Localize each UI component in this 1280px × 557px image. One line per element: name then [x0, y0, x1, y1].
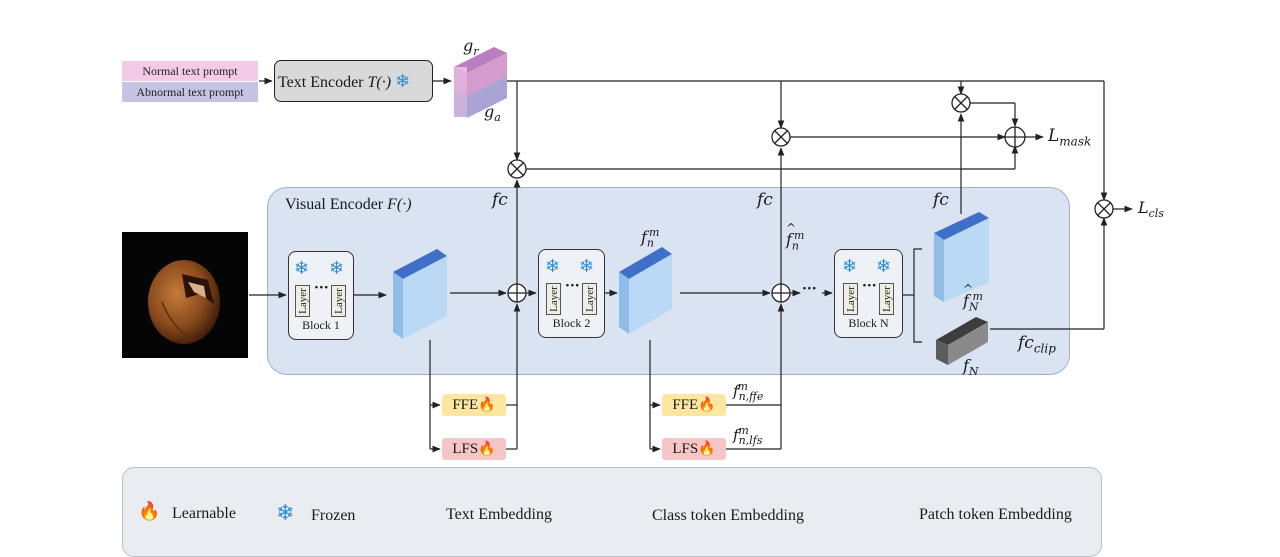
snowflake-icon: ❄ — [395, 71, 411, 91]
lfs-module-1: LFS🔥 — [442, 438, 506, 460]
hazelnut-graphic — [148, 260, 220, 344]
sum-node-mask — [1004, 126, 1026, 148]
snowflake-icon: ❄ — [842, 256, 858, 277]
snowflake-icon: ❄ — [329, 258, 345, 279]
block-2: ❄ ❄ Layer ··· Layer Block 2 — [538, 249, 605, 338]
sum-node-1 — [507, 283, 527, 303]
f-n-ffe-label: fn,ffem — [733, 380, 764, 403]
layer-ellipsis: ··· — [565, 278, 580, 294]
legend-learnable: Learnable — [172, 505, 236, 522]
fc-label-3: fc — [933, 190, 949, 210]
f-hat-n-m-label: f^nm — [786, 221, 805, 253]
f-n-m-label: fnm — [641, 226, 660, 250]
fire-icon: 🔥 — [698, 398, 716, 413]
legend-frozen: Frozen — [311, 507, 356, 524]
f-hat-N-m-label: f^Nm — [963, 282, 983, 314]
sum-node-2 — [771, 283, 791, 303]
layer-box: Layer — [331, 285, 346, 317]
layer-box: Layer — [546, 283, 561, 315]
chain-ellipsis: ··· — [802, 281, 817, 297]
fc-clip-label: fcclip — [1018, 333, 1056, 356]
layer-ellipsis: ··· — [314, 280, 329, 296]
legend-class-token: Class token Embedding — [652, 507, 804, 524]
g-a-label: ga — [484, 102, 501, 125]
snowflake-icon: ❄ — [276, 500, 295, 525]
fc-label-1: fc — [492, 190, 508, 210]
legend-patch-token: Patch token Embedding — [919, 506, 1072, 523]
ffe-module-1: FFE🔥 — [442, 394, 506, 416]
loss-cls-label: Lcls — [1138, 198, 1164, 221]
snowflake-icon: ❄ — [545, 256, 561, 277]
layer-box: Layer — [295, 285, 310, 317]
snowflake-icon: ❄ — [579, 256, 595, 277]
layer-box: Layer — [843, 283, 858, 315]
legend-text-embedding: Text Embedding — [446, 506, 552, 523]
block-n: ❄ ❄ Layer ··· Layer Block N — [834, 249, 903, 338]
ffe-module-2: FFE🔥 — [662, 394, 726, 416]
multiply-node-2 — [771, 127, 791, 147]
multiply-node-3 — [951, 93, 971, 113]
patch-token-block-2 — [619, 247, 672, 334]
f-n-lfs-label: fn,lfsm — [733, 424, 763, 447]
text-embedding-block — [454, 47, 507, 118]
lfs-module-2: LFS🔥 — [662, 438, 726, 460]
g-r-label: gr — [463, 36, 479, 59]
fire-icon: 🔥 — [478, 442, 496, 457]
text-encoder-box: Text Encoder T(·) ❄ — [274, 60, 433, 102]
block-1: ❄ ❄ Layer ··· Layer Block 1 — [288, 251, 354, 340]
patch-token-block-1 — [393, 249, 447, 339]
snowflake-icon: ❄ — [294, 258, 310, 279]
f-N-label: fN — [963, 356, 979, 379]
class-token-block — [936, 317, 988, 365]
patch-token-block-n — [934, 212, 989, 302]
input-image — [122, 232, 248, 358]
fire-icon: 🔥 — [138, 501, 161, 521]
abnormal-text-prompt: Abnormal text prompt — [122, 82, 258, 102]
layer-ellipsis: ··· — [862, 278, 877, 294]
text-encoder-func: T(·) — [367, 74, 392, 91]
fire-icon: 🔥 — [478, 398, 496, 413]
block-title: Block N — [848, 316, 889, 330]
block-title: Block 2 — [552, 316, 591, 330]
fire-icon: 🔥 — [698, 442, 716, 457]
fc-label-2: fc — [757, 190, 773, 210]
layer-box: Layer — [879, 283, 894, 315]
multiply-node-1 — [507, 159, 527, 179]
snowflake-icon: ❄ — [876, 256, 892, 277]
block-title: Block 1 — [302, 318, 340, 332]
layer-box: Layer — [582, 283, 597, 315]
loss-mask-label: Lmask — [1048, 126, 1092, 149]
text-encoder-label: Text Encoder — [278, 74, 364, 91]
diagram-canvas: Normal text prompt Abnormal text prompt … — [122, 36, 1164, 557]
multiply-node-cls — [1094, 199, 1114, 219]
normal-text-prompt: Normal text prompt — [122, 61, 258, 81]
visual-encoder-title: Visual Encoder F(·) — [285, 196, 412, 213]
